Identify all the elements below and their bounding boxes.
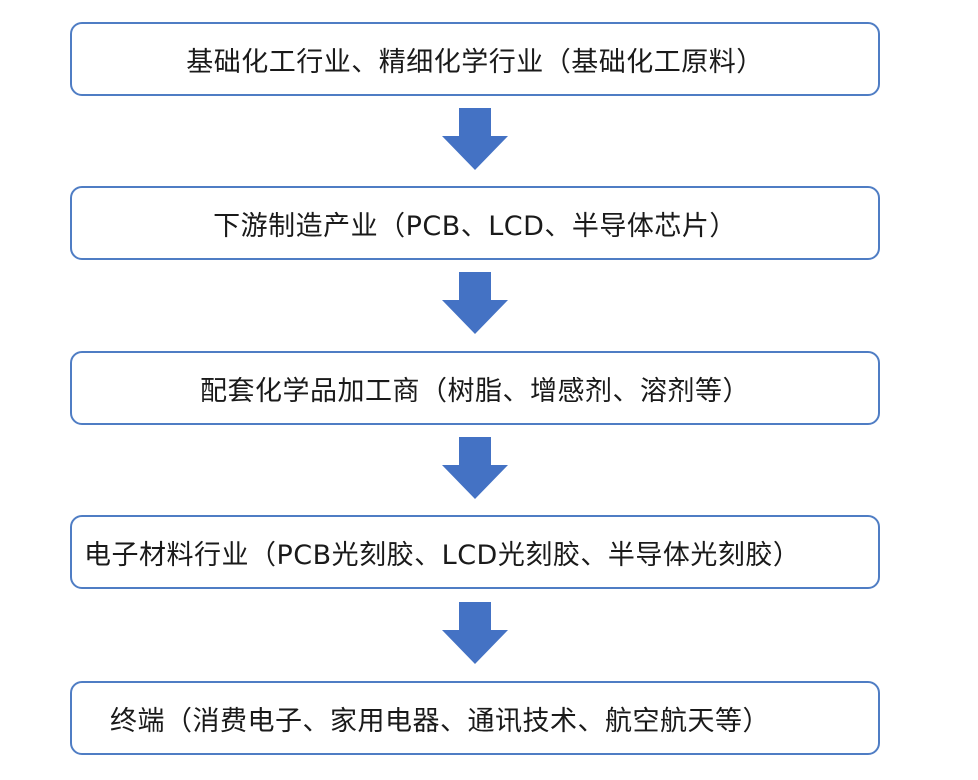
flow-step-label: 终端（消费电子、家用电器、通讯技术、航空航天等） bbox=[110, 705, 770, 737]
flow-step-electronic-materials-industry: 电子材料行业（PCB光刻胶、LCD光刻胶、半导体光刻胶） bbox=[70, 515, 880, 589]
down-arrow-icon bbox=[442, 437, 508, 499]
flow-step-label: 配套化学品加工商（树脂、增感剂、溶剂等） bbox=[200, 375, 750, 407]
flow-step-downstream-manufacturing: 下游制造产业（PCB、LCD、半导体芯片） bbox=[70, 186, 880, 260]
flow-step-label: 下游制造产业（PCB、LCD、半导体芯片） bbox=[213, 210, 737, 242]
down-arrow-icon bbox=[442, 272, 508, 334]
flow-step-basic-chemical-industry: 基础化工行业、精细化学行业（基础化工原料） bbox=[70, 22, 880, 96]
flow-step-supporting-chemical-processors: 配套化学品加工商（树脂、增感剂、溶剂等） bbox=[70, 351, 880, 425]
flow-step-label: 电子材料行业（PCB光刻胶、LCD光刻胶、半导体光刻胶） bbox=[84, 539, 801, 571]
down-arrow-icon bbox=[442, 602, 508, 664]
flow-step-label: 基础化工行业、精细化学行业（基础化工原料） bbox=[186, 46, 764, 78]
down-arrow-icon bbox=[442, 108, 508, 170]
flow-step-terminal-applications: 终端（消费电子、家用电器、通讯技术、航空航天等） bbox=[70, 681, 880, 755]
